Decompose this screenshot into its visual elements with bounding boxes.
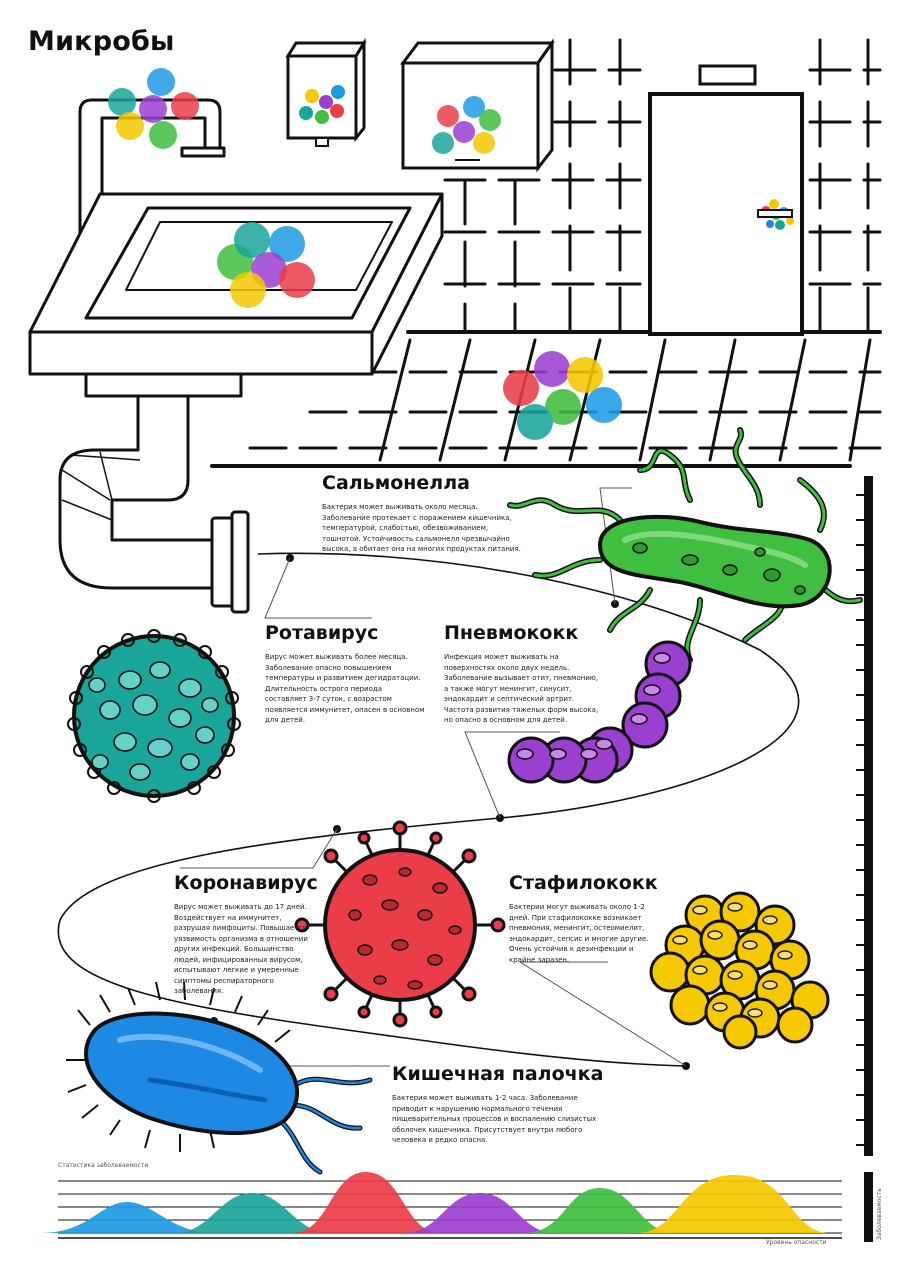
chart-bottom-label: Уровень опасности [766,1239,827,1246]
staphylococcus-text: Бактерии могут выживать около 1-2 дней. … [509,903,649,964]
pneumococcus-text: Инфекция может выживать на поверхностях … [444,653,599,724]
coronavirus-illustration [294,820,506,1028]
faucet [78,68,226,264]
staphylococcus-title: Стафилококк [509,872,658,894]
rotavirus-title: Ротавирус [265,622,379,644]
danger-path [57,552,800,1067]
curve-pneumococcus [404,1193,556,1233]
coronavirus-title: Коронавирус [174,872,318,894]
coronavirus-text: Вирус может выживать до 17 дней. Воздейс… [174,903,308,995]
page-title: Микробы [28,26,175,57]
ecoli-text: Бактерия может выживать 1-2 часа. Заболе… [392,1094,597,1144]
rotavirus-text: Вирус может выживать более месяца. Забол… [265,653,425,724]
drain-pipe [58,372,250,614]
sink [28,192,444,376]
danger-scale [856,476,873,1242]
salmonella-illustration [507,427,863,663]
curve-rotavirus [175,1193,330,1233]
rotavirus-illustration [67,629,241,803]
ecoli-title: Кишечная палочка [392,1063,604,1085]
pneumococcus-illustration [507,640,692,784]
staphylococcus-illustration [649,891,830,1050]
hand-dryer [400,38,555,173]
curve-coronavirus [292,1172,440,1233]
soap-dispenser [285,37,367,147]
pneumococcus-title: Пневмококк [444,622,579,644]
door [648,64,804,336]
floor-microbes [503,351,622,440]
ecoli-illustration [66,981,373,1175]
curve-ecoli [40,1202,215,1233]
incidence-chart [40,1172,842,1239]
chart-side-label: Заболеваемость [876,1188,883,1240]
chart-top-label: Статистика заболеваемости [58,1162,149,1169]
curve-staphylococcus [636,1175,830,1233]
salmonella-text: Бактерия может выживать около месяца. За… [322,503,521,553]
salmonella-title: Сальмонелла [322,472,470,494]
curve-salmonella [524,1188,676,1233]
